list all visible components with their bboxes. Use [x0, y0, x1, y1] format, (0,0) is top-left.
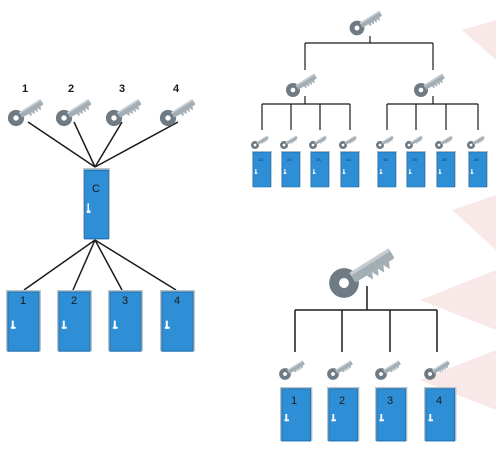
key-icon [324, 357, 355, 383]
bottom-right-key-system: 1 2 3 4 [276, 240, 457, 442]
key-icon [337, 133, 359, 151]
door-code-label: 1B [383, 157, 388, 162]
left-key-system: 1 2 3 4 C 1 2 3 4 [4, 83, 199, 352]
key-icon [433, 133, 455, 151]
door-code-label: 4A [346, 157, 351, 162]
door-code-label: 3A [316, 157, 321, 162]
door-number-label: 4 [436, 395, 442, 407]
top-right-key-system: 1A 2A 3A 4A 1B 2B 3B 4B [249, 6, 489, 188]
door-code-label: 4B [474, 157, 479, 162]
key-icon [372, 357, 403, 383]
key-icon [249, 133, 271, 151]
key-icon [156, 94, 199, 130]
group-key-icon [283, 69, 320, 100]
door-code-label: 2A [287, 157, 292, 162]
key-icon [374, 133, 396, 151]
key-icon [307, 133, 329, 151]
key-number-label: 1 [22, 83, 28, 95]
door-code-label: 1A [258, 157, 263, 162]
master-key-icon [323, 240, 400, 304]
key-icon [276, 357, 307, 383]
watermark-background [420, 20, 496, 410]
door-code-label: 3B [442, 157, 447, 162]
key-number-label: 4 [173, 83, 180, 95]
key-icon [403, 133, 425, 151]
top-right-connector-lines [261, 36, 479, 130]
key-icon [465, 133, 487, 151]
door-number-label: 1 [291, 395, 297, 407]
central-door-icon [82, 167, 111, 240]
central-door-label: C [92, 183, 100, 195]
group-key-icon [411, 69, 448, 100]
door-number-label: 2 [71, 295, 77, 307]
door-number-label: 3 [122, 295, 128, 307]
key-icon [4, 94, 47, 130]
key-icon [102, 94, 145, 130]
door-code-label: 2B [412, 157, 417, 162]
key-number-label: 2 [68, 83, 74, 95]
left-connector-lines [23, 121, 179, 291]
key-icon [52, 94, 95, 130]
door-number-label: 3 [387, 395, 393, 407]
key-number-label: 3 [119, 83, 125, 95]
door-number-label: 2 [339, 395, 345, 407]
master-key-icon [346, 6, 385, 39]
bottom-right-connector-lines [294, 286, 438, 352]
door-number-label: 1 [20, 295, 26, 307]
key-icon [278, 133, 300, 151]
door-number-label: 4 [174, 295, 180, 307]
